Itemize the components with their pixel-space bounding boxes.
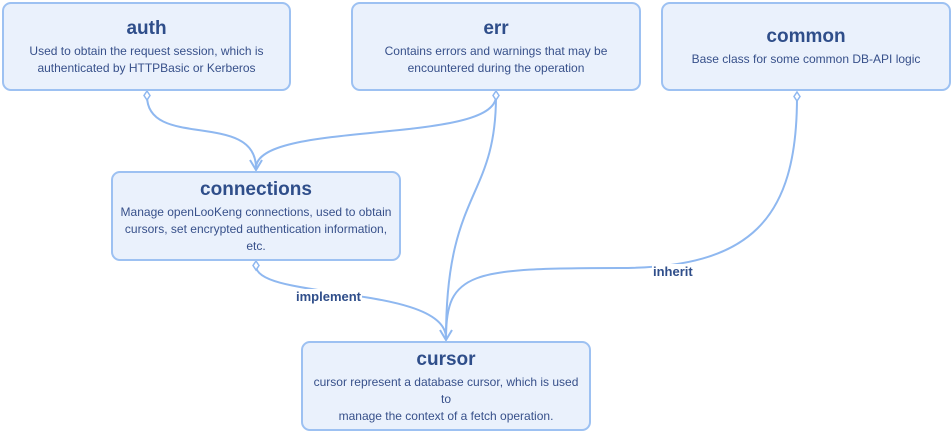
node-auth: auth Used to obtain the request session,…	[2, 2, 291, 91]
node-err: err Contains errors and warnings that ma…	[351, 2, 641, 91]
edge-label-implement: implement	[295, 289, 363, 304]
node-auth-description: Used to obtain the request session, whic…	[29, 43, 263, 77]
edge-label-inherit: inherit	[652, 264, 694, 279]
edge-err-connections	[255, 95, 497, 169]
edge-common-cursor	[445, 96, 798, 339]
node-cursor-desc-line1: cursor represent a database cursor, whic…	[313, 374, 579, 406]
diamond-marker-err	[492, 89, 500, 102]
node-common-title: common	[766, 26, 846, 47]
node-auth-desc-line2: authenticated by HTTPBasic or Kerberos	[37, 60, 256, 75]
node-cursor-description: cursor represent a database cursor, whic…	[309, 374, 583, 425]
node-cursor: cursor cursor represent a database curso…	[301, 341, 591, 431]
diamond-marker-auth	[143, 89, 151, 102]
node-connections-desc-line2: cursors, set encrypted authentication in…	[124, 221, 388, 253]
node-common-description: Base class for some common DB-API logic	[692, 51, 921, 68]
node-err-description: Contains errors and warnings that may be…	[385, 43, 608, 77]
node-auth-desc-line1: Used to obtain the request session, whic…	[29, 43, 264, 58]
diamond-marker-connections	[252, 259, 260, 272]
node-err-desc-line2: encountered during the operation	[407, 60, 585, 75]
edge-auth-connections	[146, 95, 257, 169]
node-cursor-desc-line2: manage the context of a fetch operation.	[338, 408, 554, 423]
node-err-title: err	[483, 17, 509, 39]
node-common-desc-line1: Base class for some common DB-API logic	[691, 52, 921, 66]
arrowhead-cursor	[439, 329, 453, 342]
node-auth-title: auth	[126, 17, 167, 39]
diamond-marker-common	[793, 90, 801, 103]
node-err-desc-line1: Contains errors and warnings that may be	[384, 43, 608, 58]
arrowhead-connections	[249, 159, 263, 172]
edge-err-cursor	[445, 95, 497, 339]
node-connections-title: connections	[200, 178, 312, 200]
node-common: common Base class for some common DB-API…	[661, 2, 951, 91]
node-cursor-title: cursor	[416, 348, 476, 370]
node-connections: connections Manage openLooKeng connectio…	[111, 171, 401, 261]
node-connections-desc-line1: Manage openLooKeng connections, used to …	[120, 204, 392, 219]
node-connections-description: Manage openLooKeng connections, used to …	[119, 204, 393, 255]
